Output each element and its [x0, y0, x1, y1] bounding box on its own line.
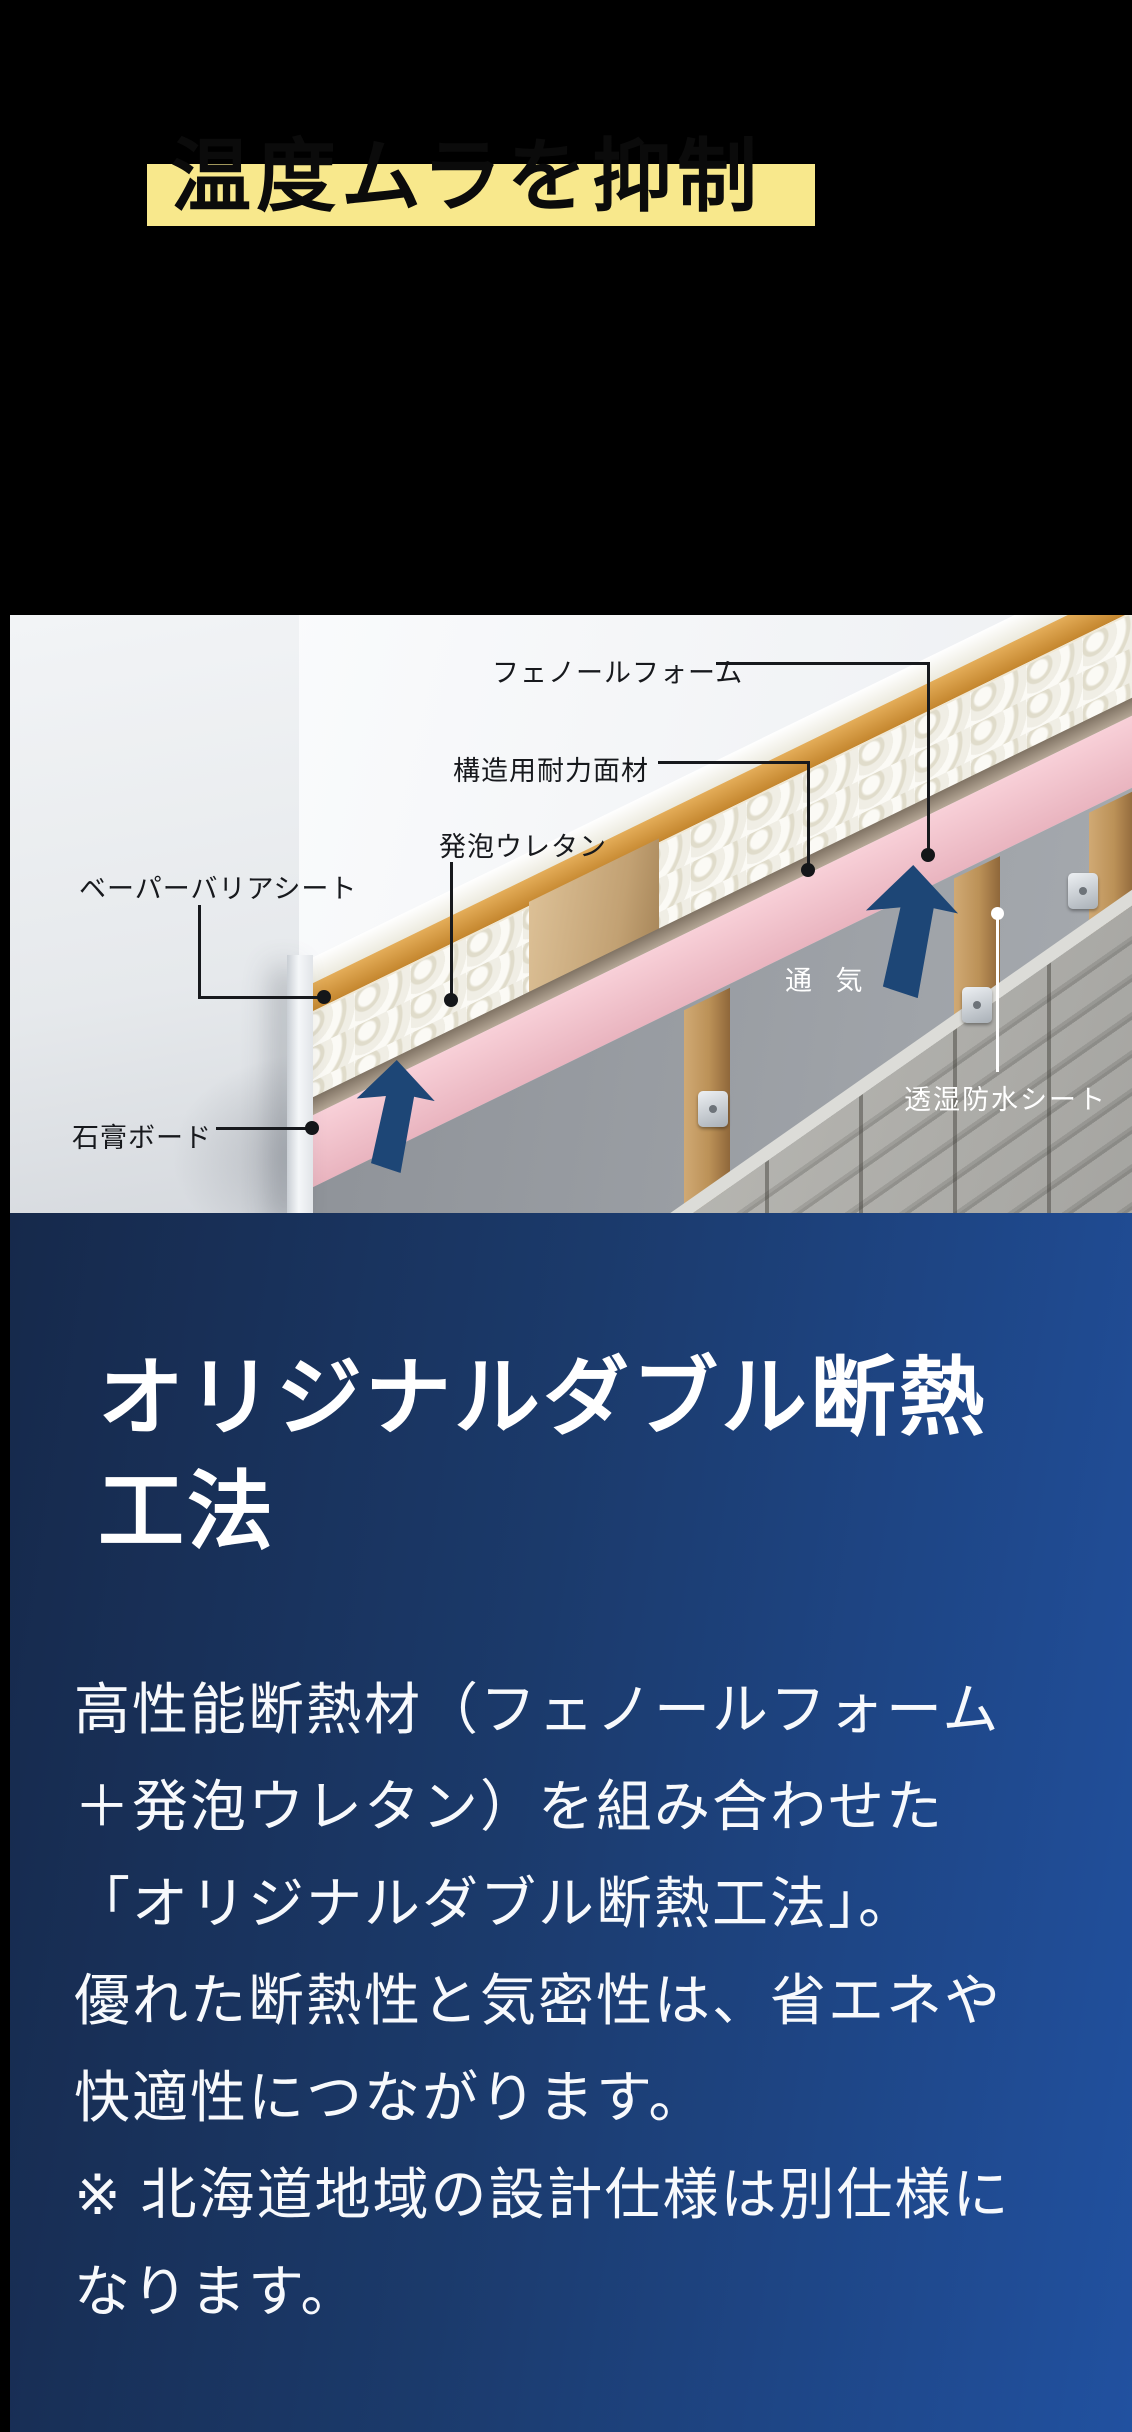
section-title-line2: 工法	[98, 1464, 276, 1560]
label-gypsum-board: 石膏ボード	[72, 1123, 212, 1153]
leader-line-structural	[658, 761, 810, 764]
hero-headline: 温度ムラを抑制	[171, 132, 762, 221]
leader-line-urethane	[450, 862, 453, 1002]
label-phenol-foam: フェノールフォーム	[492, 658, 744, 688]
gypsum-board-front-face	[287, 955, 313, 1213]
leader-line-gypsum	[216, 1127, 316, 1130]
body-line: 高性能断熱材（フェノールフォーム	[74, 1678, 1001, 1741]
leader-line-waterproof	[996, 914, 999, 1072]
screw-icon	[973, 1001, 981, 1009]
insulation-method-section: オリジナルダブル断熱 工法 高性能断熱材（フェノールフォーム ＋発泡ウレタン）を…	[10, 1213, 1132, 2432]
section-body: 高性能断熱材（フェノールフォーム ＋発泡ウレタン）を組み合わせた 「オリジナルダ…	[74, 1661, 1010, 2340]
leader-line-vapor	[198, 905, 201, 999]
leader-line-vapor	[198, 996, 326, 999]
label-urethane-foam: 発泡ウレタン	[439, 832, 607, 862]
label-ventilation: 通 気	[785, 966, 871, 996]
screw-icon	[709, 1105, 717, 1113]
metal-clip	[962, 987, 992, 1023]
label-structural-panel: 構造用耐力面材	[453, 756, 649, 786]
leader-dot-gypsum	[305, 1121, 319, 1135]
section-title-line1: オリジナルダブル断熱	[98, 1350, 988, 1446]
body-line: なります。	[74, 2260, 359, 2323]
body-line: 「オリジナルダブル断熱工法」。	[74, 1872, 916, 1935]
section-title: オリジナルダブル断熱 工法	[98, 1341, 988, 1569]
screw-icon	[1079, 887, 1087, 895]
body-line: 快適性につながります。	[74, 2066, 707, 2129]
leader-line-phenol	[716, 662, 930, 665]
label-vapor-barrier: ベーパーバリアシート	[79, 874, 358, 904]
leader-dot-urethane	[444, 993, 458, 1007]
leader-line-phenol	[927, 662, 930, 858]
leader-dot-structural	[801, 863, 815, 877]
leader-dot-vapor	[317, 990, 331, 1004]
label-waterproof-sheet: 透湿防水シート	[904, 1085, 1107, 1115]
body-line: ＋発泡ウレタン）を組み合わせた	[74, 1775, 944, 1838]
body-line: 優れた断熱性と気密性は、省エネや	[74, 1969, 1002, 2032]
metal-clip	[698, 1091, 728, 1127]
body-line: ※ 北海道地域の設計仕様は別仕様に	[74, 2163, 1011, 2226]
leader-dot-phenol	[921, 848, 935, 862]
wall-construction-illustration: フェノールフォーム 構造用耐力面材 発泡ウレタン ベーパーバリアシート 石膏ボー…	[10, 615, 1132, 1213]
leader-dot-waterproof	[991, 907, 1004, 920]
headline-highlight: 温度ムラを抑制	[147, 137, 815, 226]
hero-section: 温度ムラを抑制	[0, 0, 1132, 615]
leader-line-structural	[807, 761, 810, 871]
metal-clip	[1068, 873, 1098, 909]
